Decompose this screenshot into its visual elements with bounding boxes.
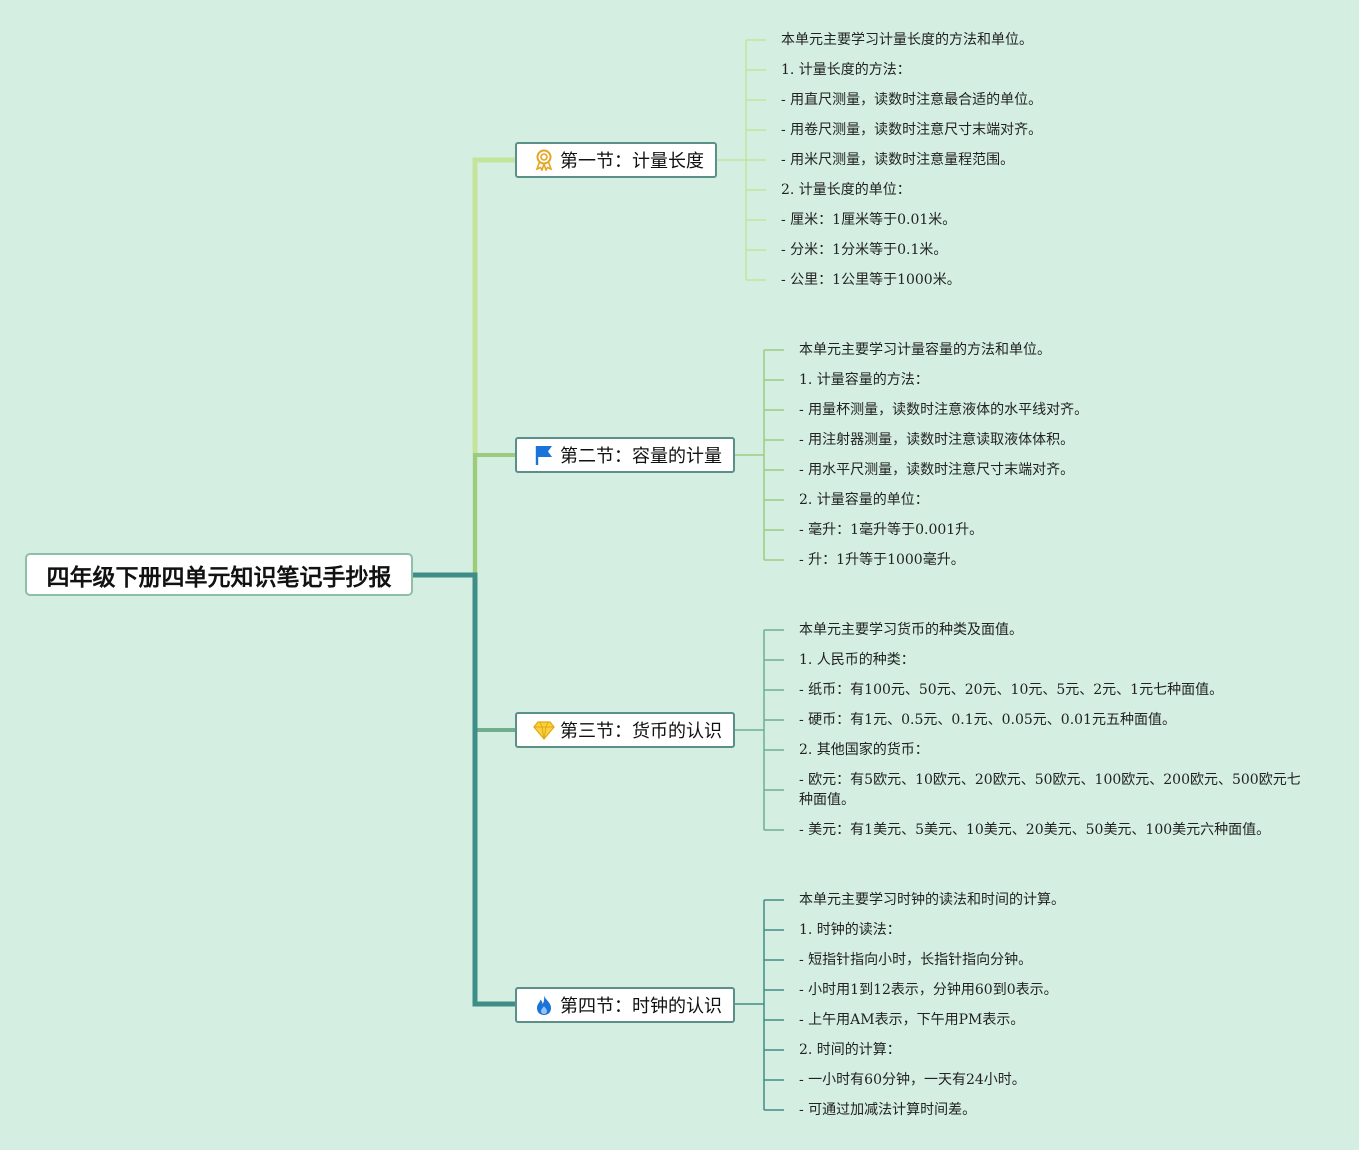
topic-label: 第二节：容量的计量 [560, 446, 722, 467]
diamond-icon [533, 719, 555, 741]
leaf-item: 2. 其他国家的货币： [799, 742, 929, 758]
leaf-item: - 用注射器测量，读数时注意读取液体体积。 [799, 432, 1075, 448]
branch-line-1 [472, 157, 515, 575]
leaf-item: - 厘米：1厘米等于0.01米。 [781, 212, 957, 228]
leaf-item: 2. 时间的计算： [799, 1042, 901, 1058]
leaf-item: 1. 时钟的读法： [799, 922, 901, 938]
leaf-item: 2. 计量容量的单位： [799, 492, 929, 508]
topic-section-1[interactable]: 第一节：计量长度 [515, 142, 717, 178]
leaf-item: - 一小时有60分钟，一天有24小时。 [799, 1072, 1026, 1088]
leaf-item: 1. 计量长度的方法： [781, 62, 911, 78]
leaf-lines-4 [734, 899, 784, 1111]
leaf-item: - 短指针指向小时，长指针指向分钟。 [799, 952, 1033, 968]
leaf-item: - 可通过加减法计算时间差。 [799, 1102, 977, 1118]
leaf-item: - 用卷尺测量，读数时注意尺寸末端对齐。 [781, 122, 1043, 138]
root-topic[interactable]: 四年级下册四单元知识笔记手抄报 [25, 553, 413, 596]
leaf-item: - 用水平尺测量，读数时注意尺寸末端对齐。 [799, 462, 1075, 478]
leaf-item: 1. 人民币的种类： [799, 652, 915, 668]
leaf-item: - 用直尺测量，读数时注意最合适的单位。 [781, 92, 1043, 108]
leaf-item: - 用量杯测量，读数时注意液体的水平线对齐。 [799, 402, 1089, 418]
topic-section-2[interactable]: 第二节：容量的计量 [515, 437, 735, 473]
leaf-lines-1 [716, 39, 766, 281]
leaf-item: - 分米：1分米等于0.1米。 [781, 242, 948, 258]
leaf-item: - 公里：1公里等于1000米。 [781, 272, 961, 288]
leaf-item: 本单元主要学习计量容量的方法和单位。 [799, 342, 1051, 358]
fire-icon [533, 994, 555, 1016]
leaf-item: - 毫升：1毫升等于0.001升。 [799, 522, 984, 538]
branch-line-3 [473, 575, 515, 732]
topic-label: 第一节：计量长度 [560, 151, 704, 172]
branch-line-4 [413, 572, 515, 1007]
leaf-item: - 欧元：有5欧元、10欧元、20欧元、50欧元、100欧元、200欧元、500… [799, 772, 1301, 808]
leaf-lines-2 [734, 349, 784, 561]
topic-label: 第三节：货币的认识 [560, 721, 722, 742]
flag-icon [533, 444, 555, 466]
topic-section-4[interactable]: 第四节：时钟的认识 [515, 987, 735, 1023]
leaf-item: - 用米尺测量，读数时注意量程范围。 [781, 152, 1015, 168]
leaf-item: - 升：1升等于1000毫升。 [799, 552, 965, 568]
leaf-item: - 小时用1到12表示，分钟用60到0表示。 [799, 982, 1058, 998]
leaf-item: - 硬币：有1元、0.5元、0.1元、0.05元、0.01元五种面值。 [799, 712, 1176, 728]
branch-line-2 [473, 453, 515, 575]
leaf-item: 本单元主要学习货币的种类及面值。 [799, 622, 1023, 638]
topic-section-3[interactable]: 第三节：货币的认识 [515, 712, 735, 748]
leaf-item: - 上午用AM表示，下午用PM表示。 [799, 1012, 1025, 1028]
topic-label: 第四节：时钟的认识 [560, 996, 722, 1017]
leaf-lines-3 [734, 629, 784, 831]
leaf-item: 1. 计量容量的方法： [799, 372, 929, 388]
leaf-item: 本单元主要学习计量长度的方法和单位。 [781, 32, 1033, 48]
leaf-item: - 纸币：有100元、50元、20元、10元、5元、2元、1元七种面值。 [799, 682, 1224, 698]
leaf-item: 2. 计量长度的单位： [781, 182, 911, 198]
leaf-item: - 美元：有1美元、5美元、10美元、20美元、50美元、100美元六种面值。 [799, 822, 1271, 838]
award-ribbon-icon [533, 149, 555, 171]
leaf-item: 本单元主要学习时钟的读法和时间的计算。 [799, 892, 1065, 908]
